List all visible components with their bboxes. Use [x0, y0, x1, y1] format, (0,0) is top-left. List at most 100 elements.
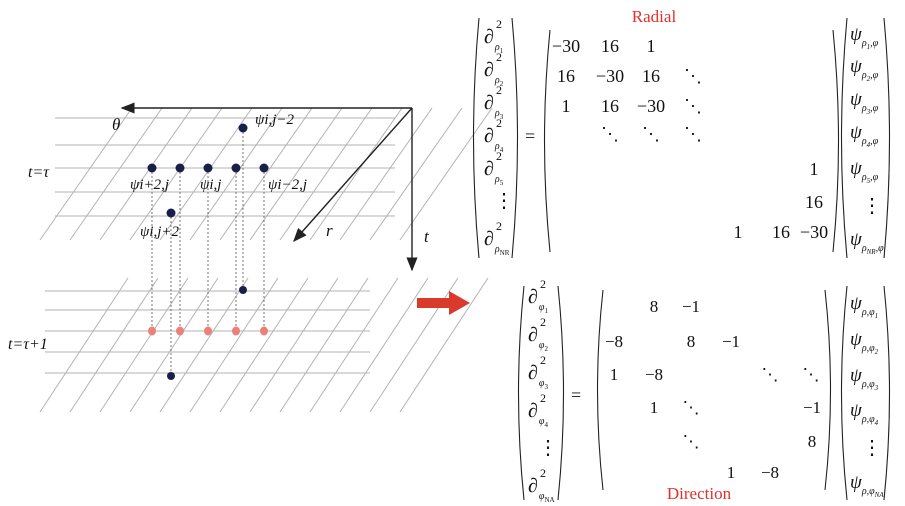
matrix-cell: −30 [596, 66, 624, 86]
matrix-cell: 1 [610, 365, 619, 384]
matrix-cell: −30 [552, 36, 580, 56]
grid-line-diagonal [369, 107, 463, 241]
matrix-cell: 8 [687, 332, 696, 351]
matrix-cell: ⋱ [762, 365, 779, 384]
matrix-cell: 1 [727, 463, 736, 482]
grid-node [259, 163, 269, 173]
rhs-entry: ψρ4,φ [850, 122, 879, 149]
grid-node [175, 163, 185, 173]
direction-title: Direction [667, 484, 732, 503]
matrix-cell: 16 [772, 222, 790, 242]
grid-line-diagonal [159, 107, 253, 241]
grid-line-diagonal [279, 107, 373, 241]
lhs-left-paren [472, 17, 480, 259]
grid-node [203, 163, 213, 173]
lhs-right-paren [557, 285, 565, 501]
psi-i-j-label: ψi,j [200, 177, 221, 193]
matrix-cell: −8 [761, 463, 779, 482]
matrix-cell: ⋱ [684, 96, 702, 116]
lhs-entry: ⋮ [538, 437, 558, 459]
grid-node [231, 163, 241, 173]
matrix-left-paren [543, 29, 551, 253]
grid-plane-lower [39, 277, 489, 413]
matrix-cell: 16 [642, 66, 660, 86]
t-tau-label: t=τ [28, 164, 50, 181]
lhs-entry: ∂φ32 [528, 353, 548, 391]
grid-line-diagonal [99, 277, 189, 413]
rhs-entry: ⋮ [862, 195, 882, 217]
grid-line-diagonal [339, 277, 429, 413]
r-axis [293, 107, 413, 243]
lhs-entry: ∂ρ22 [484, 50, 504, 88]
matrix-cell: 8 [808, 432, 817, 451]
grid-node [238, 123, 248, 133]
matrix-cell: 16 [805, 192, 823, 212]
grid-line-diagonal [219, 107, 313, 241]
stencil-nodes-lower [148, 286, 268, 380]
rhs-entry: ψρ5,φ [850, 158, 879, 185]
grid-line-diagonal [399, 107, 493, 241]
rhs-entry: ψρ,φNA [850, 472, 884, 499]
theta-label: θ [112, 115, 120, 134]
radial-title: Radial [632, 7, 677, 26]
matrix-cell: ⋱ [683, 398, 700, 417]
rhs-entry: ψρ1,φ [850, 24, 879, 51]
grid-node [167, 372, 175, 380]
lhs-entry: ∂φ22 [528, 315, 548, 353]
matrix-cell: ⋱ [803, 365, 820, 384]
matrix-cell: 1 [562, 96, 571, 116]
grid-line-diagonal [249, 277, 339, 413]
matrix-cell: −1 [682, 297, 700, 316]
rhs-right-paren [883, 17, 891, 259]
rhs-entry: ψρNR,φ [850, 229, 884, 256]
grid-node [239, 286, 247, 294]
grid-line-diagonal [69, 277, 159, 413]
r-label: r [326, 221, 333, 240]
t-tau1-label: t=τ+1 [8, 336, 48, 353]
rhs-left-paren [840, 285, 848, 501]
rhs-right-paren [883, 285, 891, 501]
lhs-entry: ∂ρ42 [484, 116, 504, 154]
matrix-cell: ⋱ [684, 66, 702, 86]
psi-i-jp2-label: ψi,j+2 [140, 224, 180, 240]
matrix-cell: 16 [557, 66, 575, 86]
lhs-entry: ∂φ12 [528, 277, 548, 315]
lhs-entry: ∂ρNR2 [484, 219, 510, 257]
grid-node [147, 163, 157, 173]
matrix-cell: ⋱ [642, 124, 660, 144]
grid-line-diagonal [159, 277, 249, 413]
rhs-entry: ψρ2,φ [850, 56, 879, 83]
grid-line-diagonal [39, 107, 133, 241]
lhs-entry: ∂φ42 [528, 391, 548, 429]
psi-ip2-j-label: ψi+2,j [130, 177, 169, 193]
rhs-entry: ψρ3,φ [850, 89, 879, 116]
red-arrow-icon [417, 291, 470, 315]
grid-line-diagonal [99, 107, 193, 241]
time-connectors [151, 128, 265, 376]
grid-line-diagonal [39, 277, 129, 413]
matrix-cell: 1 [647, 36, 656, 56]
matrix-cell: 1 [810, 159, 819, 179]
matrix-cell: −8 [605, 332, 623, 351]
lhs-entry: ∂ρ12 [484, 17, 504, 55]
highlight-node [232, 326, 240, 336]
equals-sign: = [525, 126, 535, 146]
stencil-nodes-upper [147, 123, 269, 218]
highlight-node [176, 326, 184, 336]
grid-line-diagonal [219, 277, 309, 413]
matrix-cell: 16 [601, 36, 619, 56]
matrix-cell: ⋱ [684, 124, 702, 144]
matrix-cell: 16 [601, 96, 619, 116]
grid-line-diagonal [339, 107, 433, 241]
highlight-node [204, 326, 212, 336]
matrix-cell: ⋱ [601, 124, 619, 144]
equals-sign: = [571, 385, 581, 405]
grid-line-diagonal [129, 107, 223, 241]
grid-line-diagonal [279, 277, 369, 413]
matrix-cell: ⋱ [683, 432, 700, 451]
grid-line-diagonal [399, 277, 489, 413]
matrix-cell: −30 [637, 96, 665, 116]
grid-node [166, 208, 176, 218]
